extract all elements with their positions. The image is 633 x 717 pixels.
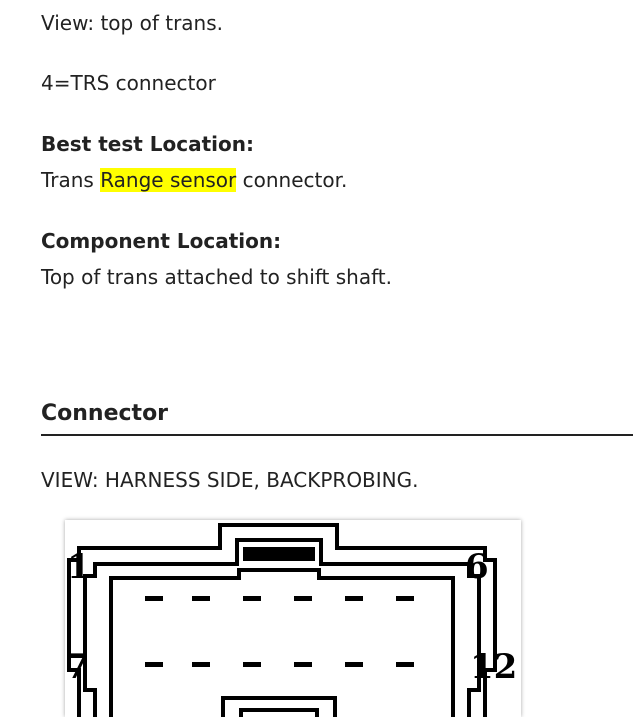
pin-dash <box>192 596 210 601</box>
best-test-text-after: connector. <box>236 168 348 192</box>
pin-dash <box>345 662 363 667</box>
connector-drawing: 1 6 7 12 <box>65 523 517 717</box>
section-divider <box>41 434 633 436</box>
pin-dash <box>145 662 163 667</box>
component-text: Top of trans attached to shift shaft. <box>41 265 392 289</box>
pin-dash <box>243 662 261 667</box>
pin-dash <box>294 596 312 601</box>
highlighted-term: Range sensor <box>100 168 237 192</box>
pin-row-bottom <box>145 662 414 667</box>
bottom-tab-inner <box>239 708 319 717</box>
pin-label-6: 6 <box>465 547 489 587</box>
best-test-text: Trans Range sensor connector. <box>41 168 347 192</box>
cavity-outline <box>109 568 455 717</box>
pin-note-text: 4=TRS connector <box>41 71 216 95</box>
pin-row-top <box>145 596 414 601</box>
component-heading: Component Location: <box>41 229 282 253</box>
connector-heading: Connector <box>41 401 169 426</box>
pin-dash <box>396 662 414 667</box>
pin-dash <box>345 596 363 601</box>
pin-dash <box>192 662 210 667</box>
pin-label-12: 12 <box>470 647 517 687</box>
connector-view-text: VIEW: HARNESS SIDE, BACKPROBING. <box>41 468 419 492</box>
pin-dash <box>243 596 261 601</box>
best-test-heading: Best test Location: <box>41 132 255 156</box>
pin-label-1: 1 <box>67 547 91 587</box>
pin-label-7: 7 <box>65 647 89 687</box>
best-test-text-before: Trans <box>41 168 101 192</box>
view-top-text: View: top of trans. <box>41 11 224 35</box>
pin-dash <box>396 596 414 601</box>
latch-bar <box>243 547 315 561</box>
pin-dash <box>145 596 163 601</box>
housing-inner <box>83 538 481 717</box>
pin-dash <box>294 662 312 667</box>
bottom-tab <box>221 696 337 717</box>
housing-outer <box>67 523 497 717</box>
connector-diagram: 1 6 7 12 <box>65 520 521 717</box>
